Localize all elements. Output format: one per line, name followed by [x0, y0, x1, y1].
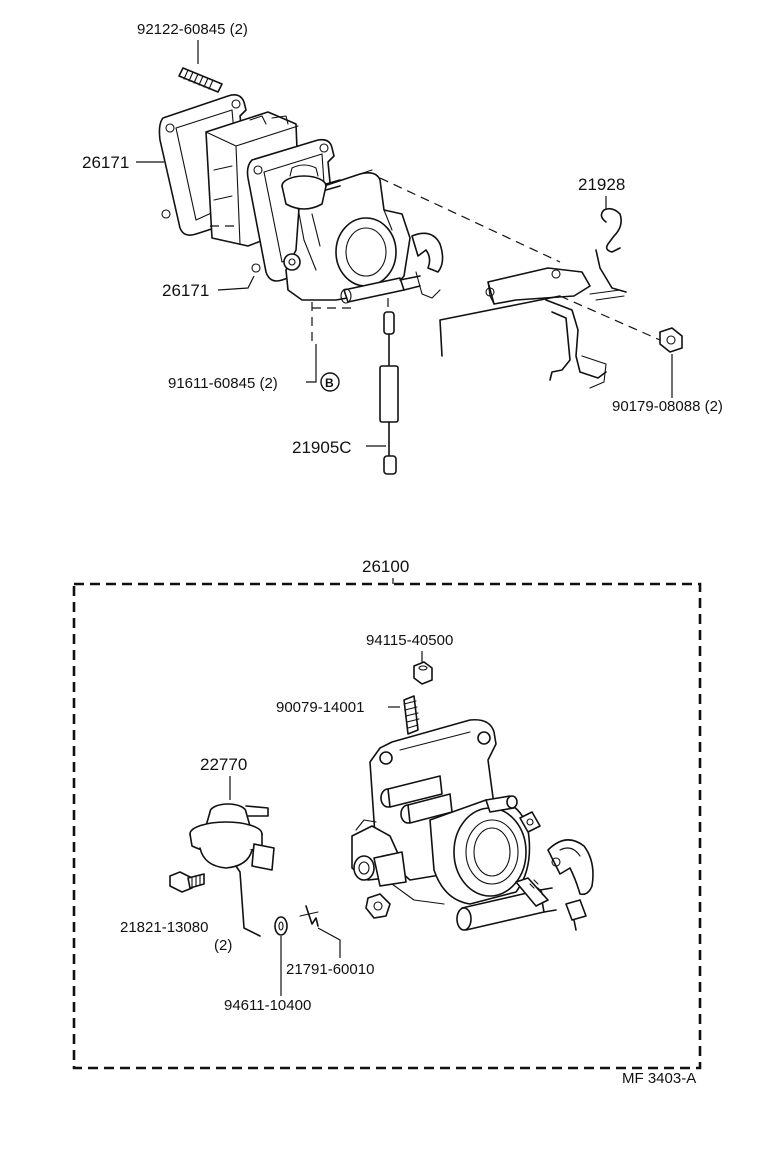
assembly-frame [72, 582, 702, 1070]
label-nut: 94115-40500 [366, 632, 453, 649]
assembly-line [379, 177, 561, 263]
connecting-rod-part [379, 311, 399, 475]
label-clip: 21791-60010 [286, 961, 374, 978]
label-bracket: 21928 [578, 175, 625, 194]
washer-part-icon [274, 916, 288, 936]
adjusting-screw-part-icon [403, 695, 420, 735]
label-washer: 94611-10400 [224, 997, 311, 1014]
label-stud-lower: 91611-60845 (2) [168, 375, 278, 392]
label-nut-side: 90179-08088 (2) [612, 398, 723, 415]
clip-part-icon [299, 905, 319, 927]
label-screw: 90079-14001 [276, 699, 364, 716]
stud-part-icon [178, 67, 223, 93]
throttle-body-part [351, 718, 594, 931]
figure-code: MF 3403-A [622, 1070, 696, 1087]
leader-line [317, 927, 341, 958]
label-circle-ref: B [325, 376, 334, 390]
nut-part-icon [659, 327, 683, 353]
dashpot-part [189, 803, 275, 937]
leader-line [306, 344, 317, 383]
label-screw-small-qty: (2) [214, 937, 232, 954]
reference-circle-icon [320, 372, 340, 392]
screw-part-icon [169, 871, 205, 893]
label-dashpot: 22770 [200, 755, 247, 774]
label-screw-small: 21821-13080 [120, 919, 208, 936]
label-stud-top: 92122-60845 (2) [137, 21, 248, 38]
label-gasket-lower: 26171 [162, 281, 209, 300]
label-rod: 21905C [292, 438, 352, 457]
bracket-part [439, 207, 627, 389]
leader-line [217, 275, 255, 291]
throttle-body-top-part [281, 164, 444, 304]
label-assembly: 26100 [362, 557, 409, 576]
assembly-line [559, 295, 661, 341]
label-gasket-upper: 26171 [82, 153, 129, 172]
nut-part-icon [413, 661, 433, 685]
